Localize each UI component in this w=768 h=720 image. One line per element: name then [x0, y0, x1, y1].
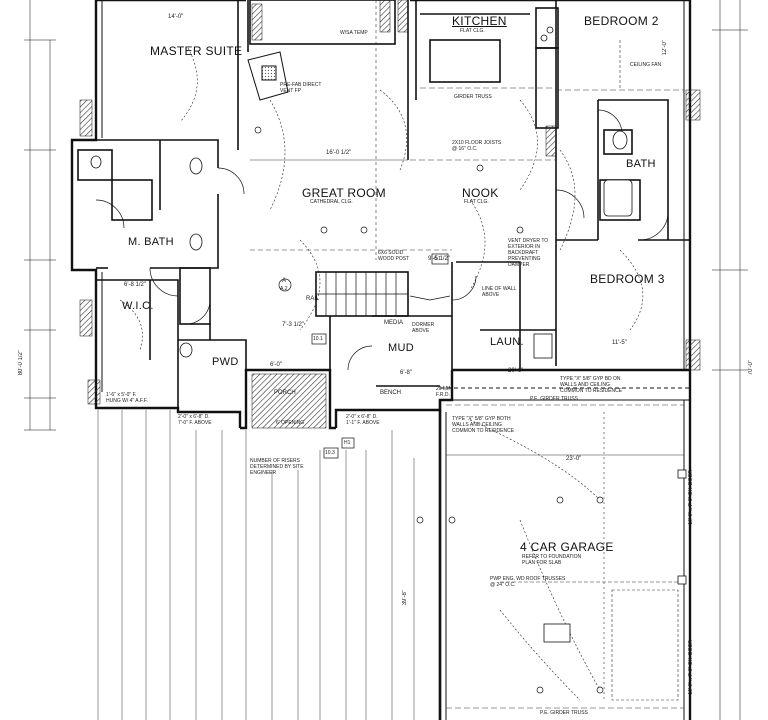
exterior-walls-inner [101, 0, 690, 720]
dim-stair: 7'-3 1/2" [282, 322, 304, 328]
detail-lines [29, 0, 741, 720]
dim-bed2: 12'-0" [662, 40, 668, 56]
note-pe-girder-1: P.E. GIRDER TRUSS [530, 396, 578, 402]
exterior-walls [70, 0, 692, 720]
dim-garage-depth: 39'-8" [402, 590, 408, 606]
electrical-symbols [254, 126, 604, 694]
fixtures [90, 26, 633, 359]
note-pe-girder-2: P.E. GIRDER TRUSS [540, 710, 588, 716]
room-label-mud: MUD [388, 342, 414, 354]
dim-nook: 9'-5 1/2" [428, 256, 450, 262]
note-header2: 2'-0" x 6'-8" D. 1'-1" F. ABOVE [346, 414, 380, 426]
room-label-bath: BATH [626, 158, 656, 170]
door-swings [119, 47, 644, 701]
note-girder-truss: GIRDER TRUSS [454, 94, 492, 100]
note-solid-post: 6X6 SOLID WOOD POST [378, 250, 410, 262]
note-risers: NUMBER OF RISERS DETERMINED BY SITE ENGI… [250, 458, 304, 476]
dim-right-total: 70'-0" [748, 360, 754, 376]
tag-t2: 10.3 [325, 450, 335, 456]
note-rail: RAIL [306, 296, 320, 302]
dim-top-master: 14'-0" [168, 14, 184, 20]
note-ceiling-fan: CEILING FAN [630, 62, 662, 68]
note-pwp: PWP ENG. WD ROOF TRUSSES @ 24" O.C. [490, 576, 566, 588]
note-min-fire: 20 MIN. F.R.D. [436, 386, 454, 398]
dim-laun: 20'-6" [508, 368, 524, 374]
room-label-kitchen: KITCHEN [452, 14, 507, 28]
stair-treads [316, 272, 451, 316]
room-label-laun: LAUN. [490, 336, 524, 348]
footing-lines [97, 410, 415, 720]
note-header1: 2'-0" x 6'-8" D. 7'-0" F. ABOVE [178, 414, 212, 426]
dimension-ticks [24, 29, 748, 431]
note-garage-slab: REFER TO FOUNDATION PLAN FOR SLAB [522, 554, 582, 566]
note-opening: 6' OPENING [276, 420, 305, 426]
room-label-master-suite: MASTER SUITE [150, 44, 243, 58]
dim-mud: 6'-8" [400, 370, 412, 376]
note-nook-ceiling: FLAT CLG. [464, 199, 489, 205]
tag-a2: A.2 [280, 286, 288, 292]
room-label-porch: PORCH [274, 390, 296, 396]
note-door-1: 16'-0" x 7'-0" OH. DOOR [688, 470, 694, 525]
note-header3: 1'-6" x 5'-0" F. HUNG W/ 4" A.F.F. [106, 392, 148, 404]
note-fireplace: PRE-FAB DIRECT VENT FP [280, 82, 322, 94]
door-arcs [95, 109, 669, 371]
note-kitchen-ceiling: FLAT CLG. [460, 28, 485, 34]
note-floor-joists: 2X10 FLOOR JOISTS @ 16" O.C. [452, 140, 502, 152]
tag-boxes [311, 253, 449, 459]
room-label-wic: W.I.C. [122, 300, 154, 312]
dim-hall: 6'-0" [270, 362, 282, 368]
dim-wic: 6'-8 1/2" [124, 282, 146, 288]
note-great-room-ceiling: CATHEDRAL CLG. [310, 199, 353, 205]
tag-t3: H1 [344, 440, 351, 446]
note-type-x-2: TYPE "X" 5/8" GYP BOTH WALLS AND CEILING… [452, 416, 515, 434]
interior-walls [77, 0, 690, 408]
dim-garage-width: 23'-0" [566, 456, 582, 462]
garage-door-marks [543, 469, 687, 643]
dim-bed3: 11'-5" [612, 340, 627, 346]
note-dormer: DORMER ABOVE [412, 322, 435, 334]
room-label-m-bath: M. BATH [128, 236, 174, 248]
room-label-pwd: PWD [212, 356, 239, 368]
note-whsk: W/SA TEMP [340, 30, 368, 36]
tag-t4: 6.1 [434, 256, 441, 262]
room-label-media: MEDIA [384, 320, 404, 326]
tag-a: A [282, 278, 287, 284]
fireplace [247, 51, 289, 101]
note-door-2: 16'-0" x 7'-0" OH. DOOR [688, 640, 694, 695]
room-label-great-room: GREAT ROOM [302, 186, 386, 200]
room-label-bedroom3: BEDROOM 3 [590, 272, 665, 286]
hatched-walls [79, 0, 701, 429]
room-label-garage: 4 CAR GARAGE [520, 540, 614, 554]
room-label-nook: NOOK [462, 186, 499, 200]
room-label-bench: BENCH [380, 390, 402, 396]
room-label-bedroom2: BEDROOM 2 [584, 14, 659, 28]
dim-left-total: 80'-0 1/2" [18, 350, 24, 376]
note-line-of-wall: LINE OF WALL ABOVE [482, 286, 517, 298]
dim-great-width: 16'-0 1/2" [326, 150, 352, 156]
tag-t1: 10.1 [313, 336, 323, 342]
note-type-x-1: TYPE "X" 5/8" GYP BD ON WALLS AND CEILIN… [560, 376, 623, 394]
note-vent-dryer: VENT DRYER TO EXTERIOR IN BACKDRAFT PREV… [508, 238, 549, 268]
